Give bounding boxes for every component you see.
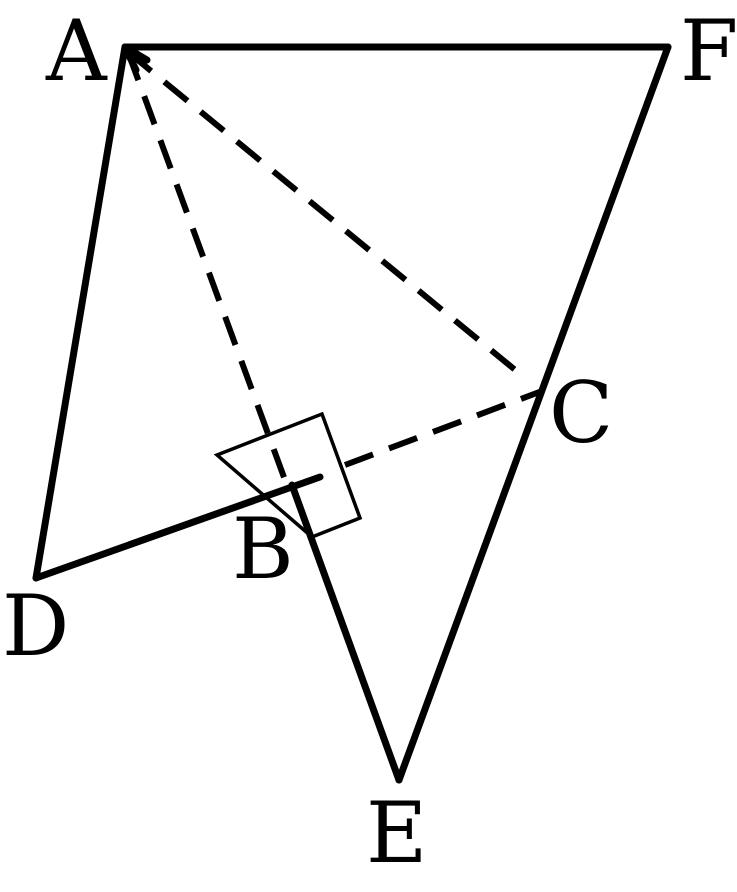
segment-ef bbox=[395, 43, 672, 784]
right-angle-marker bbox=[213, 411, 363, 540]
label-e: E bbox=[366, 784, 427, 882]
label-b: B bbox=[232, 500, 294, 598]
vertex-a-mark bbox=[121, 43, 151, 74]
segment-ab-dashed bbox=[125, 50, 288, 482]
label-f: F bbox=[680, 2, 737, 100]
segment-ac-dashed bbox=[126, 49, 527, 381]
segment-bc-dashed bbox=[343, 388, 544, 468]
label-d: D bbox=[2, 577, 69, 675]
segment-ad bbox=[32, 43, 129, 582]
label-c: C bbox=[549, 364, 613, 462]
segment-db bbox=[32, 473, 324, 582]
label-a: A bbox=[45, 2, 108, 100]
segment-be bbox=[288, 481, 403, 784]
